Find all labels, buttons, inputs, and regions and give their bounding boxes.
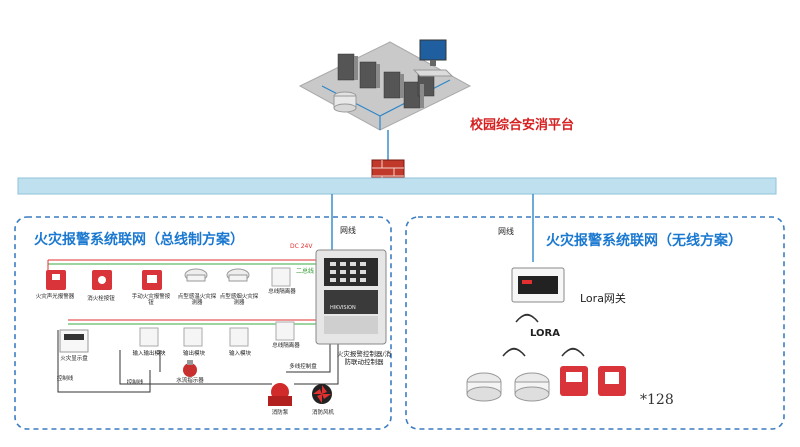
water-flow-label: 水流指示器	[176, 378, 204, 384]
lora-label: LORA	[530, 328, 560, 339]
device-label-0: 火灾声光报警器	[35, 294, 75, 300]
network-bus	[17, 177, 777, 195]
device2-label-0: 火灾显示盘	[60, 356, 88, 362]
fire-fan	[312, 384, 332, 404]
lora-gateway-device	[511, 267, 565, 303]
control-line-label-2: 控制线	[126, 380, 144, 386]
wireless-title: 火灾报警系统联网（无线方案）	[546, 233, 742, 249]
device-label-5: 总线隔离器	[268, 289, 296, 295]
server-room	[298, 39, 472, 131]
device-label-4: 点型感烟火灾探测器	[219, 294, 259, 306]
device-label-1: 消火栓按钮	[87, 296, 115, 302]
device-label-2: 手动火灾报警按钮	[131, 294, 171, 306]
device2-label-3: 输入模块	[228, 351, 251, 357]
fire-pump	[268, 383, 292, 406]
fire-alarm-controller	[315, 249, 387, 345]
device2-label-2: 输出模块	[182, 351, 205, 357]
device2-label-4: 总线隔离器	[272, 343, 300, 349]
pump-label: 消防泵	[271, 410, 289, 416]
platform-label: 校园综合安消平台	[470, 118, 575, 133]
control-line-label-1: 控制线	[56, 376, 74, 382]
wireless-signals	[502, 313, 585, 357]
controller-label: 火灾报警控制器/消防联动控制器	[336, 350, 392, 366]
count-label: *128	[640, 392, 674, 408]
wired-title: 火灾报警系统联网（总线制方案）	[34, 232, 244, 248]
device-row1	[46, 267, 291, 290]
controller-brand: HIKVISION	[330, 305, 356, 311]
wired-region	[14, 216, 392, 430]
device-label-3: 点型感温火灾探测器	[177, 294, 217, 306]
wireless-detectors	[466, 366, 626, 402]
fan-label: 消防风机	[311, 410, 334, 416]
multi-line-label: 多线控制盘	[289, 364, 317, 370]
bus-label: 二总线	[296, 268, 315, 275]
device-row2	[59, 321, 295, 377]
wired-network-label: 网线	[340, 226, 356, 235]
dc-label: DC 24V	[290, 243, 313, 250]
gateway-label: Lora网关	[580, 292, 626, 305]
wireless-region	[405, 216, 785, 430]
device2-label-1: 输入输出模块	[132, 351, 166, 357]
wireless-network-label: 网线	[498, 227, 514, 236]
